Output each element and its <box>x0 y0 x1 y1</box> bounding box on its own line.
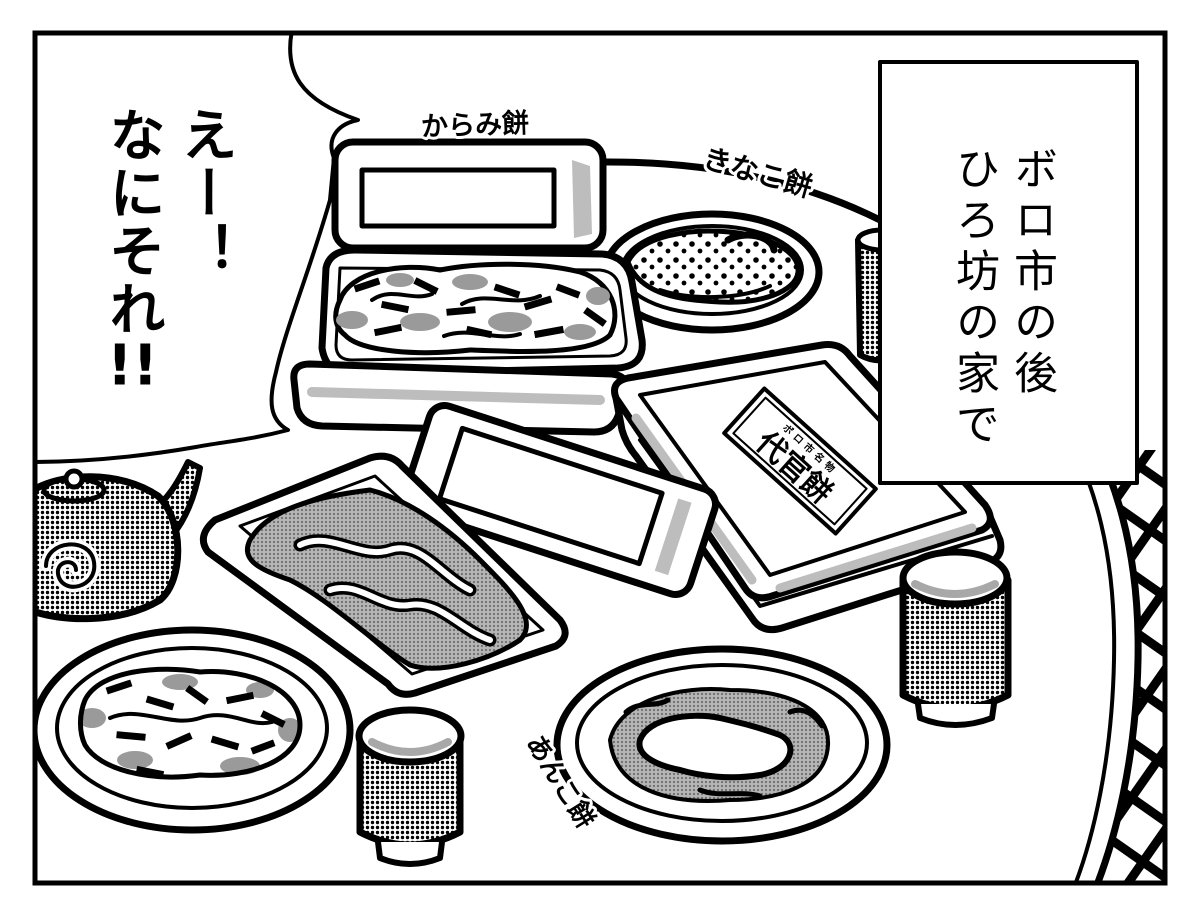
plated-karami-mochi <box>78 666 303 780</box>
plated-mochi <box>636 712 794 781</box>
tea-cup-front <box>355 706 465 867</box>
speech-line-1: えー！ <box>172 106 237 280</box>
narration-line-2: ひろ坊の家で <box>948 146 999 452</box>
lid-window <box>359 167 557 229</box>
narration-box <box>878 60 1139 485</box>
container-lid <box>401 402 719 598</box>
anko-mochi-plate <box>553 645 891 845</box>
karami-mochi-plate <box>35 626 354 834</box>
kinako-mochi <box>625 228 801 305</box>
exclamation-marks: !! <box>106 338 159 394</box>
kinako-mochi-plate <box>601 210 823 334</box>
label-karami-mochi: からみ餅 <box>420 107 529 143</box>
anko-mochi-container <box>199 402 719 698</box>
karami-mochi-container <box>290 138 646 436</box>
speech-bubble <box>35 33 360 464</box>
panel-border <box>32 30 1168 886</box>
speech-text: えー！ なにそれ!! <box>96 106 240 394</box>
karami-daikon-bits <box>353 277 607 339</box>
karami-daikon-bits <box>105 679 286 779</box>
tea-cup-right <box>899 548 1012 728</box>
narration-line-1: ボロ市の後 <box>1006 146 1057 401</box>
speech-words: なにそれ <box>100 106 165 338</box>
narration-text: ボロ市の後 ひろ坊の家で <box>944 146 1060 452</box>
speech-line-2: なにそれ!! <box>96 106 168 394</box>
lid-window <box>437 425 665 567</box>
teapot-knob <box>63 468 85 490</box>
teapot <box>35 459 203 623</box>
